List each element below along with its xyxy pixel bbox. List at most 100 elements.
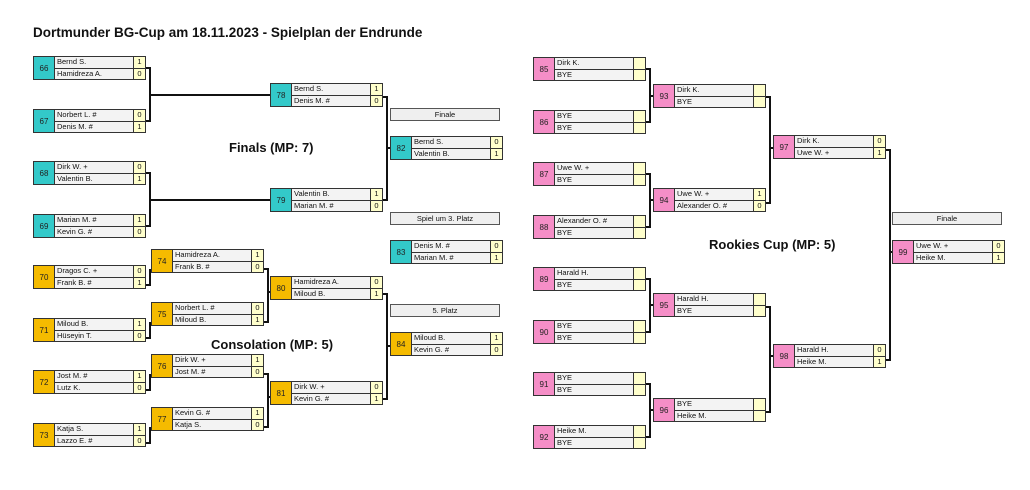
player-name: Norbert L. # [173,303,251,314]
match-97: 97 Dirk K. 0 Uwe W. + 1 [773,135,886,159]
player-score: 0 [873,345,885,356]
match-number: 85 [534,58,555,80]
match-number: 82 [391,137,412,159]
match-number: 84 [391,333,412,355]
page-title: Dortmunder BG-Cup am 18.11.2023 - Spielp… [33,25,423,40]
match-83: 83 Denis M. # 0 Marian M. # 1 [390,240,503,264]
player-row: Uwe W. + [555,163,645,175]
player-name: Miloud B. [292,288,370,299]
player-score: 1 [133,121,145,132]
player-name: Kevin G. # [173,408,251,419]
player-row: BYE [555,122,645,133]
connector [766,96,771,204]
player-score: 1 [370,393,382,404]
player-row: BYE [675,305,765,316]
player-row: Uwe W. + 1 [795,147,885,158]
player-row: Denis M. # 0 [292,95,382,106]
player-row: Dirk W. + 0 [55,162,145,174]
player-row: BYE [555,227,645,238]
finale-caption: Finale [390,108,500,121]
player-name: BYE [555,279,633,290]
player-row: BYE [555,384,645,395]
player-score: 0 [490,241,502,252]
match-76: 76 Dirk W. + 1 Jost M. # 0 [151,354,264,378]
rookies-label: Rookies Cup (MP: 5) [709,237,836,252]
player-score: 1 [873,147,885,158]
player-row: Jost M. # 1 [55,371,145,383]
player-row: Kevin G. # 0 [412,344,502,355]
player-row: Dirk W. + 1 [173,355,263,367]
match-number: 92 [534,426,555,448]
connector [646,278,651,333]
player-score [633,163,645,174]
player-row: Hamidreza A. 1 [173,250,263,262]
match-number: 95 [654,294,675,316]
player-row: Lutz K. 0 [55,382,145,393]
player-name: Valentin B. [55,173,133,184]
player-name: Katja S. [173,419,251,430]
player-row: Kevin G. # 1 [173,408,263,420]
match-92: 92 Heike M. BYE [533,425,646,449]
player-name: Katja S. [55,424,133,435]
player-row: Heike M. [555,426,645,438]
player-name: Marian M. # [292,200,370,211]
match-number: 79 [271,189,292,211]
player-row: Heike M. [675,410,765,421]
match-number: 75 [152,303,173,325]
connector [146,427,151,444]
player-row: BYE [555,111,645,123]
match-93: 93 Dirk K. BYE [653,84,766,108]
connector [264,373,269,428]
player-score [633,174,645,185]
match-81: 81 Dirk W. + 0 Kevin G. # 1 [270,381,383,405]
player-row: Alexander O. # 0 [675,200,765,211]
player-name: BYE [555,122,633,133]
player-row: Valentin B. 1 [292,189,382,201]
player-score [633,111,645,122]
match-82: 82 Bernd S. 0 Valentin B. 1 [390,136,503,160]
match-98: 98 Harald H. 0 Heike M. 1 [773,344,886,368]
player-name: Valentin B. [412,148,490,159]
player-score: 1 [251,355,263,366]
player-score: 1 [133,173,145,184]
match-86: 86 BYE BYE [533,110,646,134]
player-score [633,279,645,290]
player-name: Kevin G. # [292,393,370,404]
player-row: Marian M. # 1 [412,252,502,263]
fifth-place-caption: 5. Platz [390,304,500,317]
player-name: Frank B. # [55,277,133,288]
player-row: Heike M. 1 [914,252,1004,263]
player-score [753,96,765,107]
player-name: Uwe W. + [675,189,753,200]
player-score: 1 [490,148,502,159]
player-name: Hamidreza A. [55,68,133,79]
player-name: Miloud B. [412,333,490,344]
connector [383,96,388,201]
match-number: 81 [271,382,292,404]
player-name: Dirk W. + [55,162,133,173]
player-name: Harald H. [675,294,753,305]
match-73: 73 Katja S. 1 Lazzo E. # 0 [33,423,146,447]
player-score [753,85,765,96]
player-row: Miloud B. 1 [55,319,145,331]
player-row: Norbert L. # 0 [173,303,263,315]
connector [146,67,151,122]
player-score: 1 [370,189,382,200]
player-name: BYE [555,332,633,343]
match-number: 97 [774,136,795,158]
player-row: BYE [555,437,645,448]
player-name: Heike M. [914,252,992,263]
player-score: 1 [133,319,145,330]
match-87: 87 Uwe W. + BYE [533,162,646,186]
match-number: 99 [893,241,914,263]
match-number: 71 [34,319,55,341]
player-score: 0 [490,344,502,355]
third-place-caption: Spiel um 3. Platz [390,212,500,225]
player-name: Denis M. # [292,95,370,106]
player-name: BYE [675,399,753,410]
match-number: 73 [34,424,55,446]
player-score [753,410,765,421]
player-score: 1 [251,314,263,325]
match-71: 71 Miloud B. 1 Hüseyin T. 0 [33,318,146,342]
